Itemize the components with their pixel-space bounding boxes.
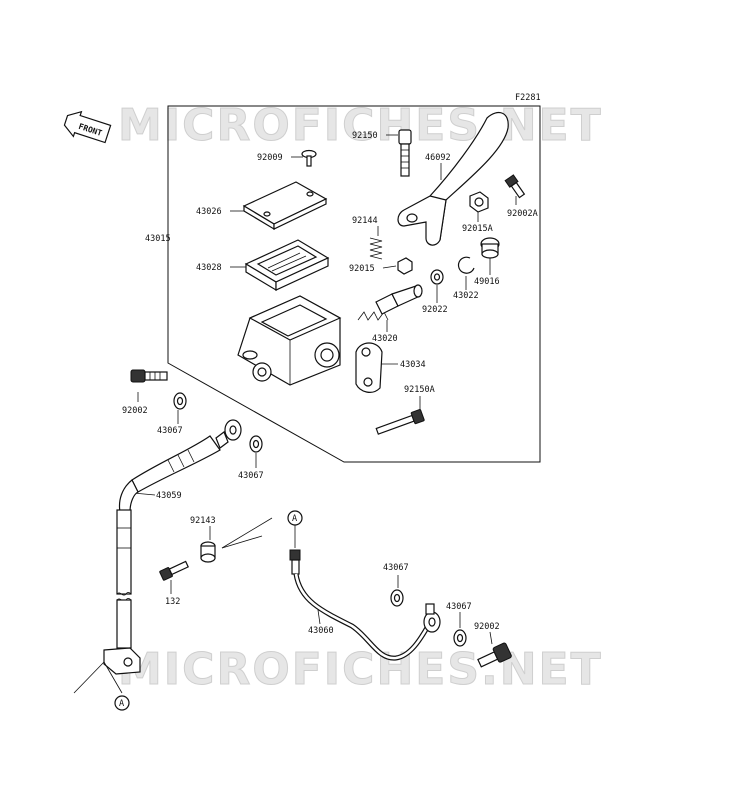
callout-43067-c: 43067 [383, 563, 409, 573]
ref-marker-a-bottom-label: A [119, 699, 124, 709]
callout-43022: 43022 [453, 291, 479, 301]
piston-43020 [357, 284, 423, 321]
pipe-43060 [289, 549, 441, 661]
circlip-43022 [457, 256, 475, 274]
master-cylinder-body [237, 295, 342, 386]
callout-92144: 92144 [352, 216, 378, 226]
callout-43059: 43059 [156, 491, 182, 501]
callout-43015: 43015 [145, 234, 171, 244]
diagram-code: F2281 [515, 93, 541, 103]
banjo-bolt-92002-top [130, 369, 168, 383]
callout-92015A: 92015A [462, 224, 493, 234]
ref-marker-a-top-label: A [292, 514, 297, 524]
callout-43067-b: 43067 [238, 471, 264, 481]
callout-92022: 92022 [422, 305, 448, 315]
callout-49016: 49016 [474, 277, 500, 287]
washer-43067-a [173, 392, 187, 410]
callout-92143: 92143 [190, 516, 216, 526]
lever-46092 [397, 111, 509, 246]
callout-92002A: 92002A [507, 209, 538, 219]
bolt-92002A [504, 174, 526, 199]
callout-92150A: 92150A [404, 385, 435, 395]
callout-92002-top: 92002 [122, 406, 148, 416]
hose-43059 [103, 419, 242, 675]
callout-92150: 92150 [352, 131, 378, 141]
callout-43020: 43020 [372, 334, 398, 344]
watermark-top: MICROFICHES.NET [118, 100, 603, 151]
holder-43034 [355, 342, 383, 393]
callout-43026: 43026 [196, 207, 222, 217]
bolt-92150 [398, 129, 412, 177]
callout-43067-a: 43067 [157, 426, 183, 436]
washer-92022 [430, 269, 444, 285]
callout-43067-d: 43067 [446, 602, 472, 612]
callout-43060: 43060 [308, 626, 334, 636]
callout-43028: 43028 [196, 263, 222, 273]
diaphragm-43028 [244, 239, 330, 292]
bolt-132 [159, 560, 189, 581]
bushing-49016 [480, 237, 500, 259]
washer-43067-c [390, 589, 404, 607]
nut-92015A [469, 191, 489, 213]
ref-marker-a-top: A [287, 510, 303, 526]
assembly-boundary [167, 105, 541, 463]
callout-92015: 92015 [349, 264, 375, 274]
screw-92009 [301, 149, 317, 167]
watermark-bottom: MICROFICHES.NET [118, 644, 603, 695]
spring-92144 [369, 237, 383, 260]
front-arrow-icon: FRONT [63, 110, 112, 144]
callout-43034: 43034 [400, 360, 426, 370]
collar-92143 [200, 541, 216, 563]
callout-132: 132 [165, 597, 180, 607]
ref-marker-a-bottom: A [114, 695, 130, 711]
washer-43067-b [249, 435, 263, 453]
banjo-bolt-92002-bottom [477, 642, 512, 668]
callout-92009: 92009 [257, 153, 283, 163]
nut-92015 [397, 257, 413, 275]
bolt-92150A [375, 409, 425, 435]
cap-43026 [242, 181, 328, 231]
callout-92002-bottom: 92002 [474, 622, 500, 632]
washer-43067-d [453, 629, 467, 647]
callout-46092: 46092 [425, 153, 451, 163]
